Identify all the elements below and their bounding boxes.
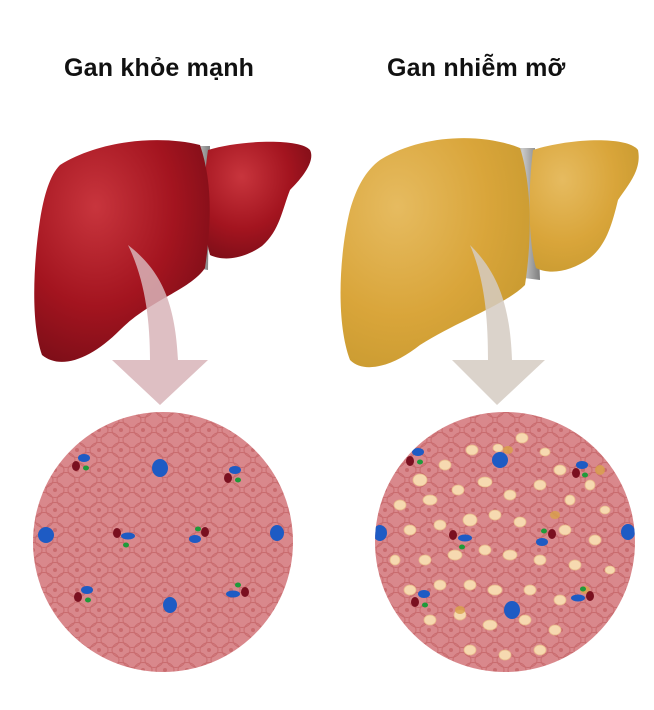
- fatty-tissue-circle: [375, 412, 635, 672]
- arrow-down-icon: [452, 245, 545, 405]
- arrow-down-icon: [112, 245, 208, 405]
- healthy-liver: [34, 140, 312, 405]
- healthy-liver-title: Gan khỏe mạnh: [64, 54, 255, 82]
- fatty-liver-title: Gan nhiễm mỡ: [387, 54, 566, 82]
- healthy-tissue-circle: [33, 412, 293, 672]
- fatty-liver: [340, 138, 639, 405]
